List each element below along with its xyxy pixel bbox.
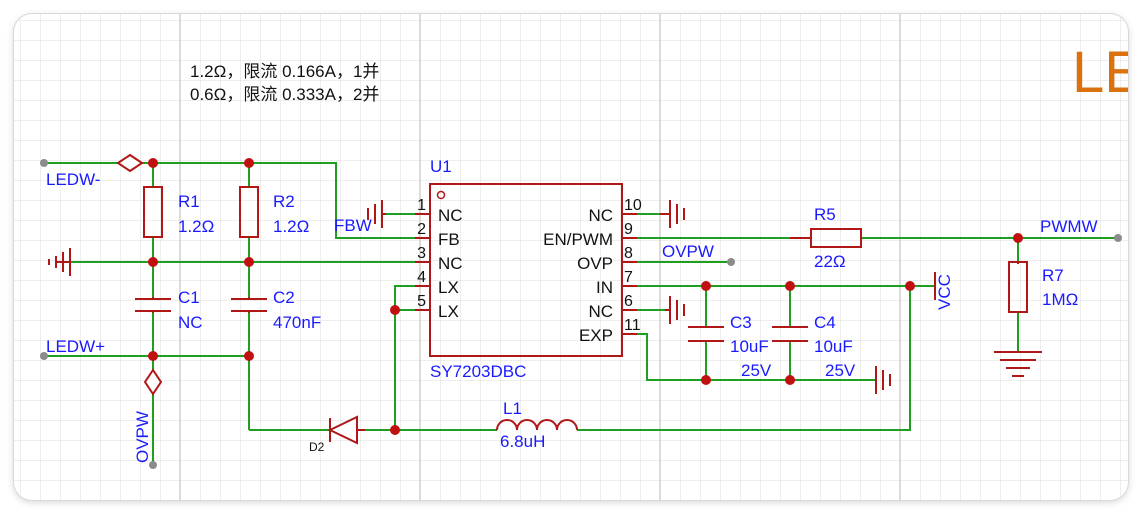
pin-num: 1 — [417, 197, 426, 214]
pin1-marker — [436, 190, 446, 200]
resistor-r5 — [790, 228, 862, 248]
value-c2: 470nF — [273, 313, 321, 332]
pin-num: 6 — [624, 293, 633, 310]
net-label-pwmw: PWMW — [1040, 217, 1098, 236]
ledw-minus-connector — [116, 153, 144, 173]
pin-num: 10 — [624, 197, 642, 214]
value-r2: 1.2Ω — [273, 217, 309, 236]
wires — [44, 162, 1118, 465]
pin-name: NC — [438, 254, 463, 273]
net-label-ovpw-right: OVPW — [662, 242, 714, 261]
ref-r2: R2 — [273, 192, 295, 211]
value-r1: 1.2Ω — [178, 217, 214, 236]
capacitor-c3 — [688, 326, 724, 342]
pin-name: OVP — [577, 254, 613, 273]
pin-num: 4 — [417, 269, 426, 286]
junctions — [148, 158, 1023, 435]
value-c1: NC — [178, 313, 203, 332]
chip-part: SY7203DBC — [430, 362, 526, 381]
ground-symbol-left — [48, 248, 71, 276]
ovpw-connector — [143, 368, 163, 396]
pin-num: 7 — [624, 269, 633, 286]
ref-d2: D2 — [309, 440, 325, 454]
resistor-r2 — [239, 186, 259, 238]
net-label-fbw: FBW — [334, 216, 372, 235]
pin-name: IN — [596, 278, 613, 297]
pin-num: 11 — [624, 317, 641, 334]
major-grid — [179, 14, 901, 500]
ref-l1: L1 — [503, 399, 522, 418]
net-label-ledw-minus: LEDW- — [46, 170, 100, 189]
pin-name: EXP — [579, 326, 613, 345]
inductor-l1 — [496, 419, 578, 431]
ref-r1: R1 — [178, 192, 200, 211]
resistor-r1 — [143, 186, 163, 238]
pin-name: LX — [438, 278, 459, 297]
net-label-vcc: VCC — [935, 274, 954, 310]
ref-c2: C2 — [273, 288, 295, 307]
ground-symbol-pin1 — [367, 200, 386, 228]
pin-name: NC — [438, 206, 463, 225]
note-line-1: 1.2Ω，限流 0.166A，1并 — [190, 62, 379, 81]
capacitor-c1 — [135, 297, 171, 313]
ground-symbol-exp — [875, 366, 891, 394]
note-line-2: 0.6Ω，限流 0.333A，2并 — [190, 85, 379, 104]
value-r7: 1MΩ — [1042, 290, 1078, 309]
pin-name: FB — [438, 230, 460, 249]
pin-num: 9 — [624, 221, 633, 238]
grid-background — [14, 14, 1128, 500]
pin-name: NC — [588, 206, 613, 225]
pin-name: NC — [588, 302, 613, 321]
value-l1: 6.8uH — [500, 432, 545, 451]
ground-symbol-pin10 — [660, 200, 685, 228]
ref-c4: C4 — [814, 313, 836, 332]
schematic-canvas: 1.2Ω，限流 0.166A，1并 0.6Ω，限流 0.333A，2并 LE — [14, 14, 1128, 500]
ref-r5: R5 — [814, 205, 836, 224]
pin-num: 3 — [417, 245, 426, 262]
pin-num: 2 — [417, 221, 426, 238]
value-r5: 22Ω — [814, 252, 846, 271]
net-label-ledw-plus: LEDW+ — [46, 337, 105, 356]
value-c3: 10uF — [730, 337, 769, 356]
ref-c3: C3 — [730, 313, 752, 332]
ref-c1: C1 — [178, 288, 200, 307]
chip-body — [429, 183, 623, 357]
diode-d2 — [327, 415, 365, 445]
pin-num: 8 — [624, 245, 633, 262]
chip-u1: U1 SY7203DBC 1 2 3 4 5 NC FB NC LX LX NC… — [415, 157, 642, 381]
voltage-c3: 25V — [741, 361, 772, 380]
voltage-c4: 25V — [825, 361, 856, 380]
schematic-frame: 1.2Ω，限流 0.166A，1并 0.6Ω，限流 0.333A，2并 LE — [14, 14, 1128, 500]
pin-num: 5 — [417, 293, 426, 310]
net-label-ovpw-left: OVPW — [133, 411, 152, 463]
value-c4: 10uF — [814, 337, 853, 356]
capacitor-c4 — [772, 326, 808, 342]
pin-name: LX — [438, 302, 459, 321]
pin-name: EN/PWM — [543, 230, 613, 249]
ground-symbol-r7 — [994, 351, 1042, 377]
chip-ref: U1 — [430, 157, 452, 176]
ground-symbol-pin6 — [665, 296, 685, 324]
ref-r7: R7 — [1042, 266, 1064, 285]
title-fragment: LE — [1072, 40, 1128, 105]
net-terminals — [40, 159, 1122, 469]
resistor-r7 — [1008, 261, 1028, 313]
capacitor-c2 — [231, 297, 267, 313]
